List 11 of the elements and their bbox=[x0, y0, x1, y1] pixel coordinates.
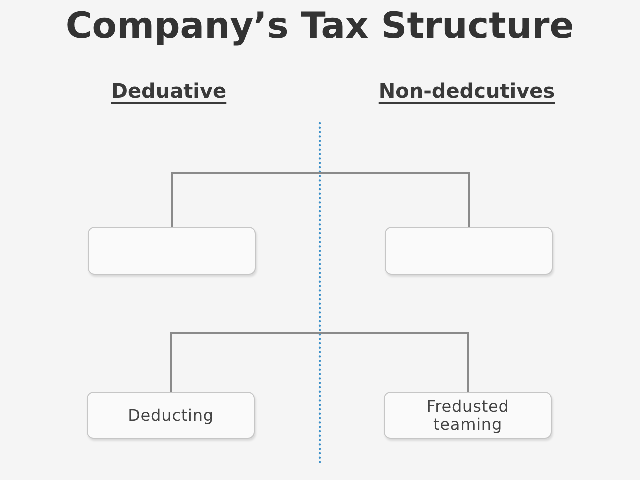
column-heading: Non-dedcutives bbox=[378, 78, 556, 105]
node-text: Deducting bbox=[128, 406, 214, 424]
process-box bbox=[384, 392, 552, 439]
column-heading: Deduative bbox=[111, 78, 227, 105]
connector-line bbox=[170, 332, 469, 392]
connector-line bbox=[171, 172, 470, 227]
empty-box bbox=[88, 227, 256, 275]
process-box bbox=[87, 392, 255, 439]
empty-box bbox=[385, 227, 553, 275]
diagram-title: Company’s Tax Structure bbox=[66, 5, 574, 49]
node-text: Fredusted teaming bbox=[426, 398, 510, 434]
